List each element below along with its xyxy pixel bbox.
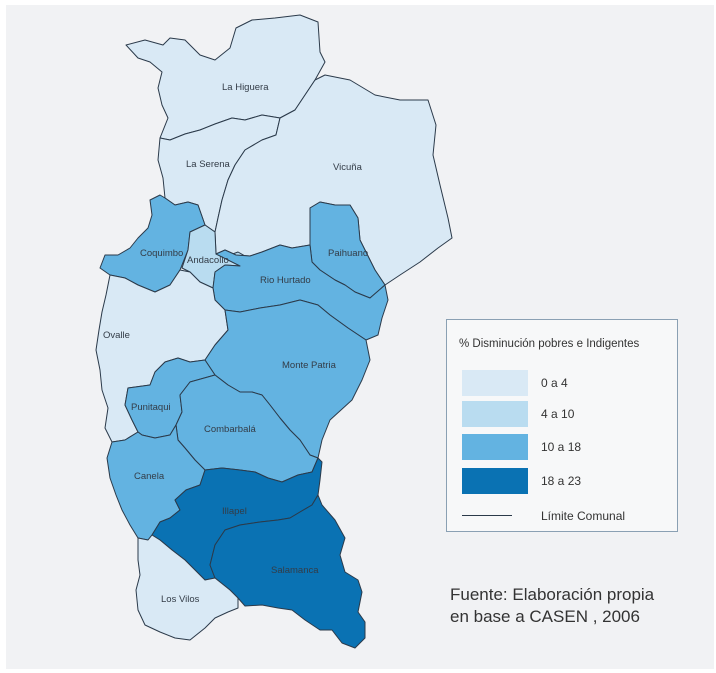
label-ovalle: Ovalle (103, 330, 130, 341)
source-line: en base a CASEN , 2006 (450, 607, 640, 626)
label-paihuano: Paihuano (328, 248, 368, 259)
legend-swatch (462, 401, 528, 427)
legend-label: 0 a 4 (541, 376, 568, 390)
legend-item: 0 a 4 (462, 370, 672, 396)
label-la-higuera: La Higuera (222, 82, 269, 93)
source-line: Fuente: Elaboración propia (450, 585, 655, 604)
label-monte-patria: Monte Patria (282, 360, 337, 371)
commune-los-vilos[interactable] (135, 534, 239, 641)
legend-label: 4 a 10 (541, 407, 575, 421)
legend-label: Límite Comunal (541, 509, 626, 523)
legend-item-boundary: Límite Comunal (462, 503, 672, 529)
legend-swatch (462, 434, 528, 460)
label-combarbala: Combarbalá (204, 424, 256, 435)
legend-swatch (462, 370, 528, 396)
label-rio-hurtado: Rio Hurtado (260, 275, 311, 286)
legend-item: 10 a 18 (462, 434, 672, 460)
label-los-vilos: Los Vilos (161, 594, 200, 605)
commune-salamanca[interactable] (209, 494, 366, 649)
label-illapel: Illapel (222, 506, 247, 517)
boundary-line-sample (462, 515, 512, 516)
legend-label: 18 a 23 (541, 474, 582, 488)
legend-label: 10 a 18 (541, 440, 582, 454)
label-punitaqui: Punitaqui (131, 402, 171, 413)
map-legend: % Disminución pobres e Indigentes 0 a 4 … (446, 319, 678, 532)
legend-title: % Disminución pobres e Indigentes (459, 338, 640, 350)
label-vicuna: Vicuña (333, 162, 363, 173)
label-la-serena: La Serena (186, 159, 231, 170)
source-note: Fuente: Elaboración propia en base a CAS… (450, 584, 654, 628)
label-salamanca: Salamanca (271, 565, 319, 576)
label-coquimbo: Coquimbo (140, 248, 183, 259)
legend-swatch (462, 468, 528, 494)
legend-item: 4 a 10 (462, 401, 672, 427)
label-canela: Canela (134, 471, 165, 482)
label-andacollo: Andacollo (187, 255, 229, 266)
legend-item: 18 a 23 (462, 468, 672, 494)
